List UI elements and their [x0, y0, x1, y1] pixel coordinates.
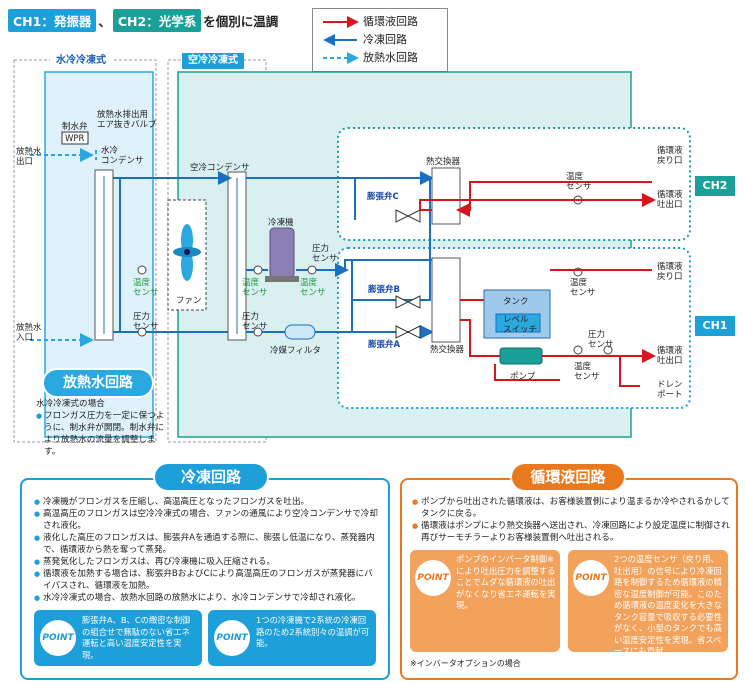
circ-footnote: ※インバータオプションの場合 — [410, 659, 521, 668]
ch1-tag: CH1：発振器 — [8, 8, 97, 32]
cooling-circuit-note: 水冷冷凍式の場合 ●フロンガス圧力を一定に保つように、制水弁が開閉。制水弁により… — [36, 398, 166, 458]
wpr-valve-label: 制水弁 — [62, 122, 88, 132]
heat-exchanger-ch1 — [431, 257, 461, 343]
temp-sensor-ch1b-label: 温度 センサ — [574, 362, 600, 382]
circ-item-2: 循環液はポンプにより熱交換器へ送出され、冷凍回路により設定温度に制御され再びサー… — [412, 520, 730, 544]
refr-point-1: POINT 膨張弁A、B、Cの緻密な制御の組合せで無駄のない省エネ運転と高い温度… — [34, 610, 202, 666]
valve-c-label: 膨張弁C — [367, 192, 399, 202]
refr-item-3: 液化した高圧のフロンガスは、膨張弁Aを通過する際に、膨張し低温になり、蒸発器内で… — [34, 532, 379, 556]
ch2-tag: CH2：光学系 — [112, 8, 202, 32]
tank-label: タンク — [503, 297, 529, 307]
refrigerant-filter-body — [284, 324, 316, 340]
pressure-sensor-label-1: 圧力 センサ — [133, 312, 159, 332]
air-vent-valve-label: 放熱水排出用 エア抜きバルブ — [97, 110, 157, 130]
pressure-sensor-label-3: 圧力 センサ — [242, 312, 268, 332]
pump-label: ポンプ — [510, 372, 536, 382]
water-condenser-label: 水冷 コンデンサ — [101, 146, 144, 166]
sensor-mark-8 — [573, 345, 583, 355]
refr-item-6: 水冷冷凍式の場合、放熱水回路の放熱水により、水冷コンデンサで冷却され液化。 — [34, 592, 379, 604]
heat-exchanger-label-2: 熱交換器 — [430, 345, 465, 355]
temp-sensor-label-3: 温度 センサ — [300, 278, 326, 298]
refrigeration-pill: 冷凍回路 — [153, 462, 269, 492]
return-ch1-label: 循環液 戻り口 — [657, 262, 683, 282]
refr-point-2: POINT 1つの冷凍機で2系統の冷凍回路のため2系統別々の温調が可能。 — [208, 610, 376, 666]
temp-sensor-ch1-label: 温度 センサ — [570, 278, 596, 298]
wpr-box — [61, 131, 89, 145]
outlet-ch2-label: 循環液 吐出口 — [657, 190, 683, 210]
sensor-mark-3 — [253, 265, 263, 275]
header-separator: 、 — [98, 13, 111, 29]
refr-item-2: 高温高圧のフロンガスは空冷冷凍式の場合、ファンの通風により空冷コンデンサで冷却さ… — [34, 508, 379, 532]
circ-item-1: ポンプから吐出された循環液は、お客様装置側により温まるか冷やされるかしてタンクに… — [412, 496, 730, 520]
refr-point-2-badge: POINT — [214, 620, 250, 656]
pressure-sensor-label-2: 圧力 センサ — [312, 244, 338, 264]
refr-point-1-badge: POINT — [40, 620, 76, 656]
circ-point-2-badge: POINT — [573, 560, 609, 596]
fan-icon — [173, 224, 201, 281]
sensor-mark-9 — [603, 345, 613, 355]
cooling-item: ●フロンガス圧力を一定に保つように、制水弁が開閉。制水弁により放熱水の流量を調整… — [36, 411, 165, 457]
air-condenser-label: 空冷コンデンサ — [190, 163, 250, 173]
temp-sensor-label-2: 温度 センサ — [242, 278, 268, 298]
ch2-region — [337, 127, 691, 241]
circ-point-1-badge: POINT — [415, 560, 451, 596]
refrigerator-label: 冷凍機 — [268, 218, 294, 228]
drain-port-label: ドレン ポート — [657, 380, 683, 400]
cooling-outlet-label: 放熱水 出口 — [16, 147, 42, 167]
sensor-mark-2 — [137, 327, 147, 337]
wpr-text: WPR — [65, 134, 85, 144]
valve-a-label: 膨張弁A — [368, 340, 401, 350]
header: CH1：発振器 、 CH2：光学系 を個別に温調 — [8, 8, 279, 32]
sensor-mark-5 — [253, 327, 263, 337]
valve-c-shape — [395, 209, 421, 223]
legend-circ: 循環液回路 — [363, 15, 418, 28]
sensor-mark-4 — [307, 265, 317, 275]
air-cooled-title: 空冷冷凍式 — [182, 53, 244, 69]
refr-item-1: 冷凍機がフロンガスを圧縮し、高温高圧となったフロンガスを吐出。 — [34, 496, 379, 508]
return-ch2-label: 循環液 戻り口 — [657, 146, 683, 166]
temp-sensor-ch2-label: 温度 センサ — [566, 172, 592, 192]
heat-exchanger-label-1: 熱交換器 — [426, 157, 461, 167]
filter-label: 冷媒フィルタ — [270, 346, 321, 356]
header-text: を個別に温調 — [203, 13, 279, 29]
cooling-inlet-label: 放熱水 入口 — [16, 323, 42, 343]
refrigeration-list: 冷凍機がフロンガスを圧縮し、高温高圧となったフロンガスを吐出。 高温高圧のフロン… — [34, 496, 379, 604]
ch2-badge: CH2 — [695, 176, 735, 196]
refr-item-5: 循環液を加熱する場合は、膨張弁BおよびCにより高温高圧のフロンガスが蒸発器にバイ… — [34, 568, 379, 592]
cooling-item-text: フロンガス圧力を一定に保つように、制水弁が開閉。制水弁により放熱水の流量を調整し… — [44, 411, 165, 457]
refr-point-2-text: 1つの冷凍機で2系統の冷凍回路のため2系統別々の温調が可能。 — [256, 615, 370, 648]
refr-point-1-text: 膨張弁A、B、Cの緻密な制御の組合せで無駄のない省エネ運転と高い温度安定性を実現… — [82, 615, 191, 660]
legend-lines — [323, 16, 359, 64]
circulation-list: ポンプから吐出された循環液は、お客様装置側により温まるか冷やされるかしてタンクに… — [412, 496, 730, 544]
circ-point-1: POINT ポンプのインバータ制御※により吐出圧力を調整することでムダな循環液の… — [410, 550, 560, 652]
outlet-ch1-label: 循環液 吐出口 — [657, 346, 683, 366]
water-cooled-title: 水冷冷凍式 — [50, 53, 112, 69]
pressure-sensor-ch1-label: 圧力 センサ — [588, 330, 614, 350]
circ-point-2-text: 2つの温度センサ（戻り用、吐出用）の信号により冷凍回路を制御するため循環液の精密… — [614, 554, 722, 656]
circ-point-1-text: ポンプのインバータ制御※により吐出圧力を調整することでムダな循環液の吐出がなくな… — [456, 554, 556, 610]
level-switch-label: レベル スイッチ — [503, 315, 538, 335]
heat-exchanger-ch2 — [431, 167, 461, 225]
legend-refr: 冷凍回路 — [363, 33, 407, 46]
circulation-pill: 循環液回路 — [510, 462, 626, 492]
ch1-badge: CH1 — [695, 316, 735, 336]
cooling-case: 水冷冷凍式の場合 — [36, 399, 105, 409]
valve-a-shape — [395, 325, 421, 339]
fan-label: ファン — [176, 296, 202, 306]
circulation-panel: ポンプから吐出された循環液は、お客様装置側により温まるか冷やされるかしてタンクに… — [400, 478, 738, 680]
sensor-mark-1 — [137, 265, 147, 275]
refrigeration-panel: 冷凍機がフロンガスを圧縮し、高温高圧となったフロンガスを吐出。 高温高圧のフロン… — [20, 478, 390, 680]
cooling-circuit-pill: 放熱水回路 — [42, 368, 154, 398]
legend-cool: 放熱水回路 — [363, 51, 418, 64]
pump-body — [499, 347, 543, 365]
refrigerator-body — [269, 227, 295, 279]
valve-b-shape — [395, 295, 421, 309]
temp-sensor-label-1: 温度 センサ — [133, 278, 159, 298]
refr-item-4: 蒸発気化したフロンガスは、再び冷凍機に吸入圧縮される。 — [34, 556, 379, 568]
circ-point-2: POINT 2つの温度センサ（戻り用、吐出用）の信号により冷凍回路を制御するため… — [568, 550, 728, 656]
valve-b-label: 膨張弁B — [368, 285, 400, 295]
